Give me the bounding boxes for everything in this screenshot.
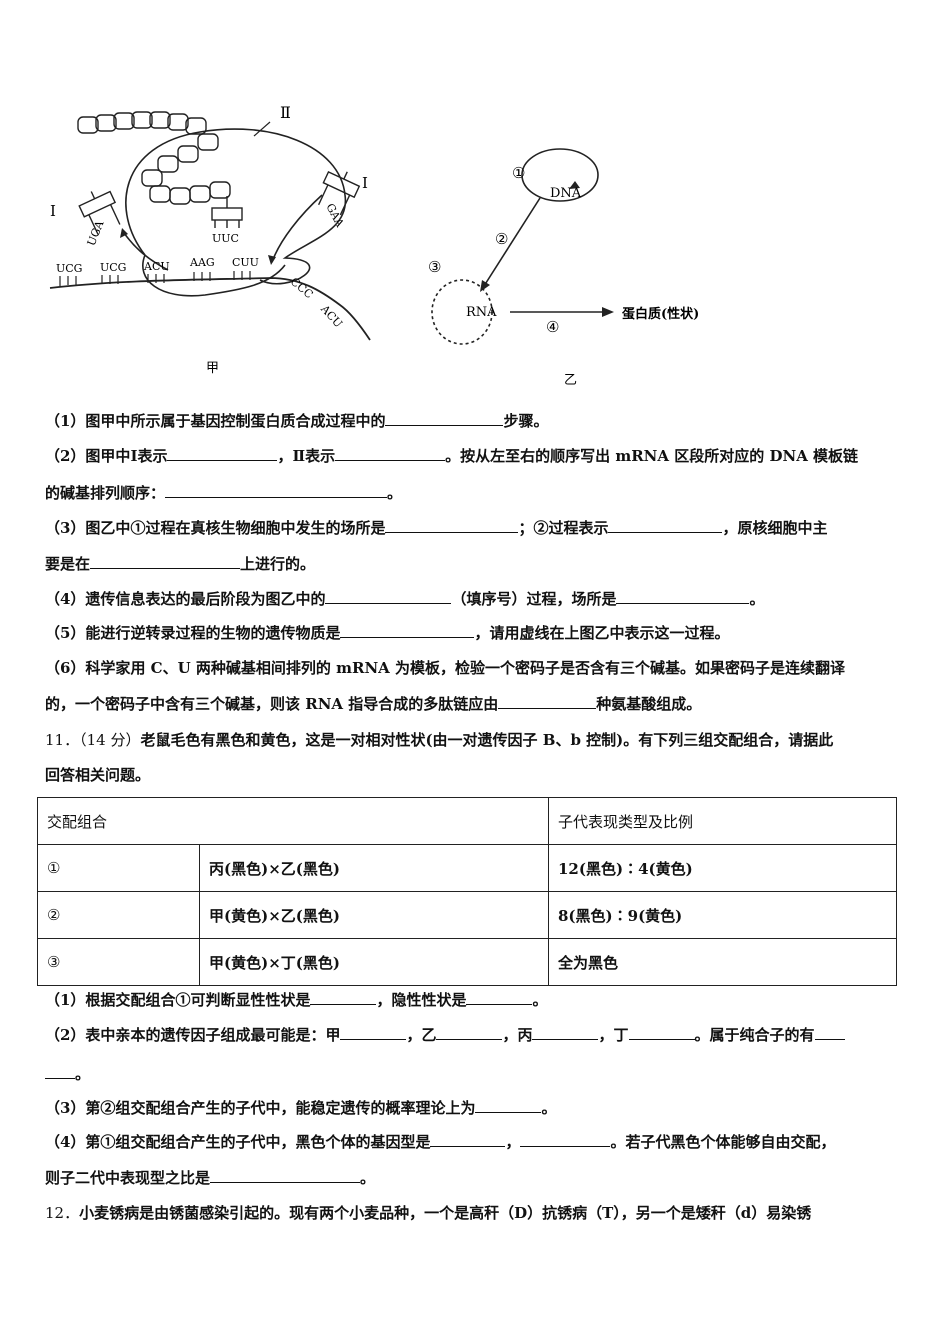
label-ribosome-II: Ⅱ <box>280 103 291 122</box>
figure-jia <box>49 111 371 341</box>
table-row: ② 甲(黄色)×乙(黑色) 8(黑色)∶9(黄色) <box>37 891 897 939</box>
yi-rna: RNA <box>466 305 497 320</box>
q10-part6-line1: （6）科学家用 C、U 两种碱基相间排列的 mRNA 为模板，检验一个密码子是否… <box>45 659 846 677</box>
arrow-transcription <box>483 197 541 287</box>
mrna-codon-6: CCC <box>288 275 316 301</box>
table-row: ③ 甲(黄色)×丁(黑色) 全为黑色 <box>37 938 897 986</box>
dna-replication-loop <box>521 148 599 202</box>
figure-translation-diagram: Ⅱ Ⅰ Ⅰ UGA UUC GAA UCG UCG ACU AAG CUU CC… <box>49 103 699 388</box>
yi-label-1: ① <box>512 164 525 182</box>
q10-part1: （1）图甲中所示属于基因控制蛋白质合成过程中的步骤。 <box>45 412 549 430</box>
cross-table: 交配组合 子代表现类型及比例 ① 丙(黑色)×乙(黑色) 12(黑色)∶4(黄色… <box>37 797 897 986</box>
trna-center <box>211 196 243 228</box>
q12-stem: 12．小麦锈病是由锈菌感染引起的。现有两个小麦品种，一个是高秆（D）抗锈病（T）… <box>45 1204 812 1222</box>
q10-part4: （4）遗传信息表达的最后阶段为图乙中的（填序号）过程，场所是。 <box>45 590 765 608</box>
mrna-codon-1: UCG <box>56 262 82 275</box>
row-number: ② <box>37 891 200 939</box>
mrna-codon-4: AAG <box>189 256 215 269</box>
ribosome-small-subunit <box>142 254 286 297</box>
yi-protein: 蛋白质(性状) <box>622 306 699 322</box>
trna-right <box>317 170 361 216</box>
anticodon-left: UGA <box>85 218 107 248</box>
q10-part3-line2: 要是在上进行的。 <box>45 555 316 573</box>
q11-part4-line1: （4）第①组交配组合产生的子代中，黑色个体的基因型是，。若子代黑色个体能够自由交… <box>45 1133 836 1151</box>
yi-label-3: ③ <box>428 258 441 276</box>
yi-dna: DNA <box>550 186 582 201</box>
label-trna-I-right: Ⅰ <box>362 174 368 192</box>
q11-part1: （1）根据交配组合①可判断显性性状是，隐性性状是。 <box>45 991 548 1009</box>
q10-part2-line2: 的碱基排列顺序：。 <box>45 484 403 502</box>
q11-part2-line1: （2）表中亲本的遗传因子组成最可能是：甲，乙，丙，丁。属于纯合子的有 <box>45 1023 915 1047</box>
ribosome-outline <box>125 128 347 285</box>
q11-part4-line2: 则子二代中表现型之比是。 <box>45 1169 376 1187</box>
q10-part5: （5）能进行逆转录过程的生物的遗传物质是，请用虚线在上图乙中表示这一过程。 <box>45 624 730 642</box>
rna-replication-loop <box>431 279 493 345</box>
anticodon-center: UUC <box>212 232 239 245</box>
row-cross: 甲(黄色)×丁(黑色) <box>199 938 549 986</box>
yi-label-2: ② <box>495 230 508 248</box>
mrna-codon-2: UCG <box>100 261 126 274</box>
polypeptide-chain <box>77 111 231 205</box>
mrna-codon-3: ACU <box>143 260 170 273</box>
q10-part2-line1: （2）图甲中Ⅰ表示，Ⅱ表示。按从左至右的顺序写出 mRNA 区段所对应的 DNA… <box>45 447 859 465</box>
q11-stem-line2: 回答相关问题。 <box>45 766 151 784</box>
row-result: 8(黑色)∶9(黄色) <box>548 891 897 939</box>
arrow-trna-enter <box>271 194 323 263</box>
row-cross: 丙(黑色)×乙(黑色) <box>199 844 549 892</box>
caption-jia: 甲 <box>206 361 219 376</box>
header-cross-combination: 交配组合 <box>37 797 549 845</box>
row-result: 12(黑色)∶4(黄色) <box>548 844 897 892</box>
q11-part2-line2: 。 <box>45 1062 915 1086</box>
anticodon-right: GAA <box>323 201 347 230</box>
trna-left <box>78 190 121 235</box>
mrna-bases <box>59 271 251 286</box>
mrna-strand <box>49 277 371 341</box>
mrna-codon-5: CUU <box>232 256 259 269</box>
table-row: ① 丙(黑色)×乙(黑色) 12(黑色)∶4(黄色) <box>37 844 897 892</box>
row-number: ① <box>37 844 200 892</box>
figure-yi <box>431 148 614 345</box>
q11-stem-line1: 11．（14 分）老鼠毛色有黑色和黄色，这是一对相对性状(由一对遗传因子 B、b… <box>45 731 834 749</box>
row-number: ③ <box>37 938 200 986</box>
yi-label-4: ④ <box>546 318 559 336</box>
header-offspring-ratio: 子代表现类型及比例 <box>548 797 897 845</box>
label-trna-I-left: Ⅰ <box>50 202 56 220</box>
caption-yi: 乙 <box>564 373 577 388</box>
table-header-row: 交配组合 子代表现类型及比例 <box>37 797 897 845</box>
q10-part6-line2: 的，一个密码子中含有三个碱基，则该 RNA 指导合成的多肽链应由种氨基酸组成。 <box>45 695 702 713</box>
q10-part3-line1: （3）图乙中①过程在真核生物细胞中发生的场所是；②过程表示，原核细胞中主 <box>45 519 828 537</box>
row-result: 全为黑色 <box>548 938 897 986</box>
row-cross: 甲(黄色)×乙(黑色) <box>199 891 549 939</box>
q11-part3: （3）第②组交配组合产生的子代中，能稳定遗传的概率理论上为。 <box>45 1099 557 1117</box>
